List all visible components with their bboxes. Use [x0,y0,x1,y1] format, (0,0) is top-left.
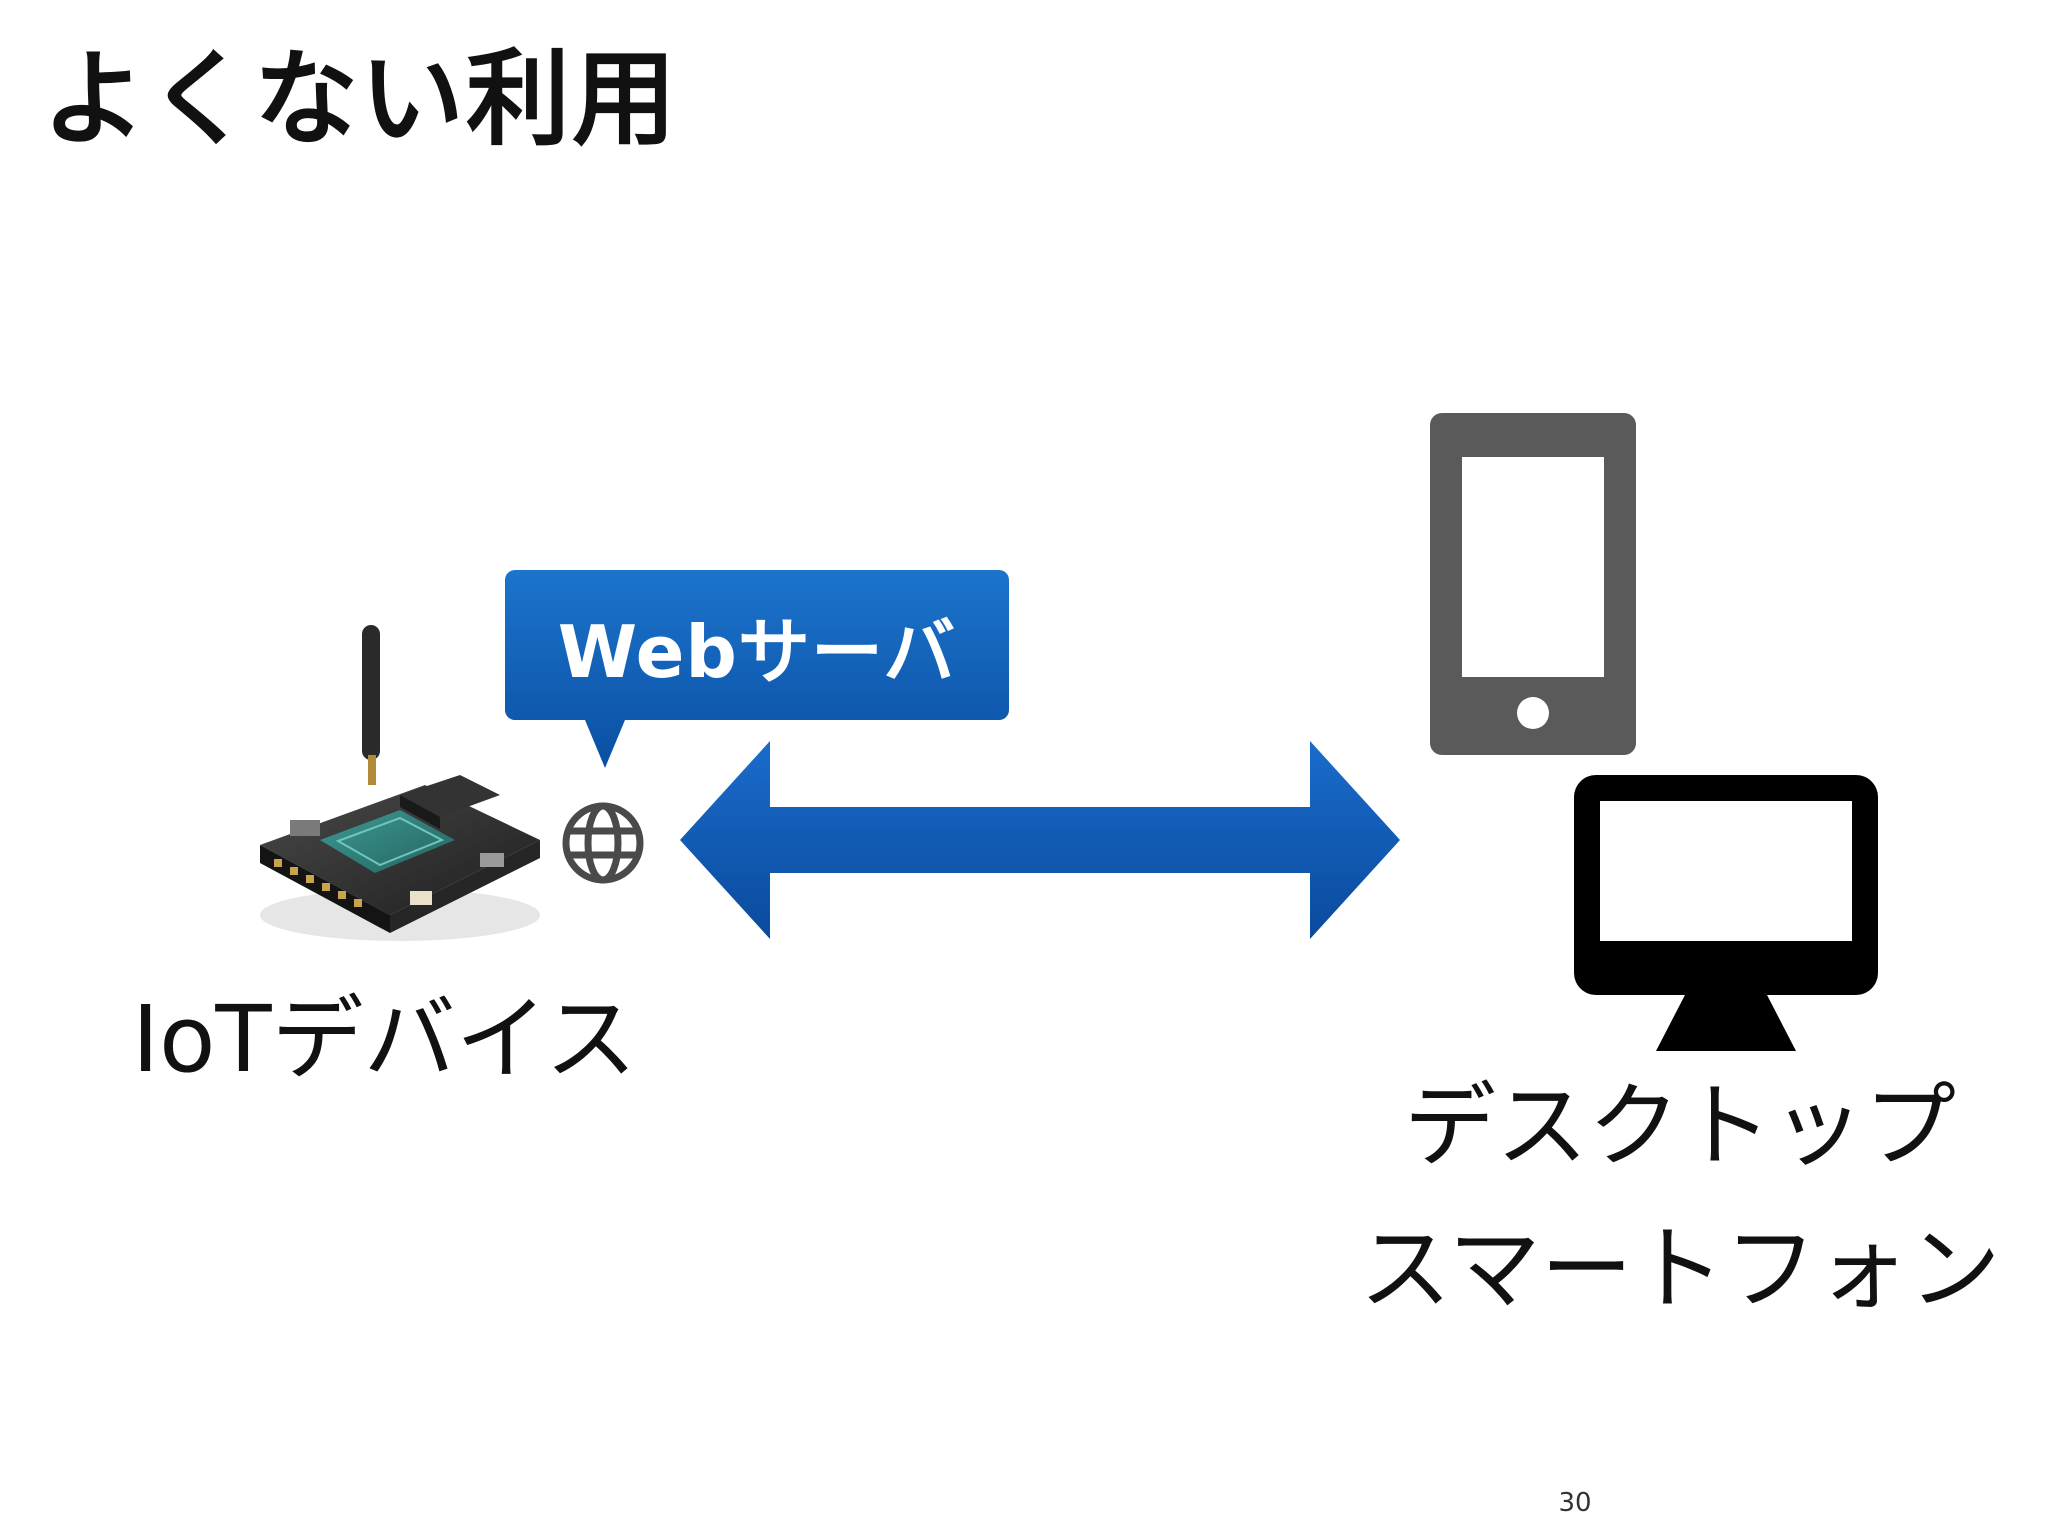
iot-device-label: IoTデバイス [132,986,637,1093]
desktop-label: デスクトップ [1403,1073,1956,1180]
bidirectional-arrow [680,741,1400,939]
desktop-monitor-icon [1574,775,1878,1051]
smartphone-label: スマートフォン [1359,1216,2001,1323]
globe-icon [562,802,644,884]
slide-title: よくない利用 [42,38,679,160]
webserver-label: Webサーバ [557,609,957,694]
smartphone-icon [1430,413,1636,755]
wireless-module [320,810,455,873]
iot-board-image [260,625,540,941]
antenna [362,625,380,760]
webserver-callout [505,570,1009,768]
page-number: 30 [1558,1488,1592,1518]
